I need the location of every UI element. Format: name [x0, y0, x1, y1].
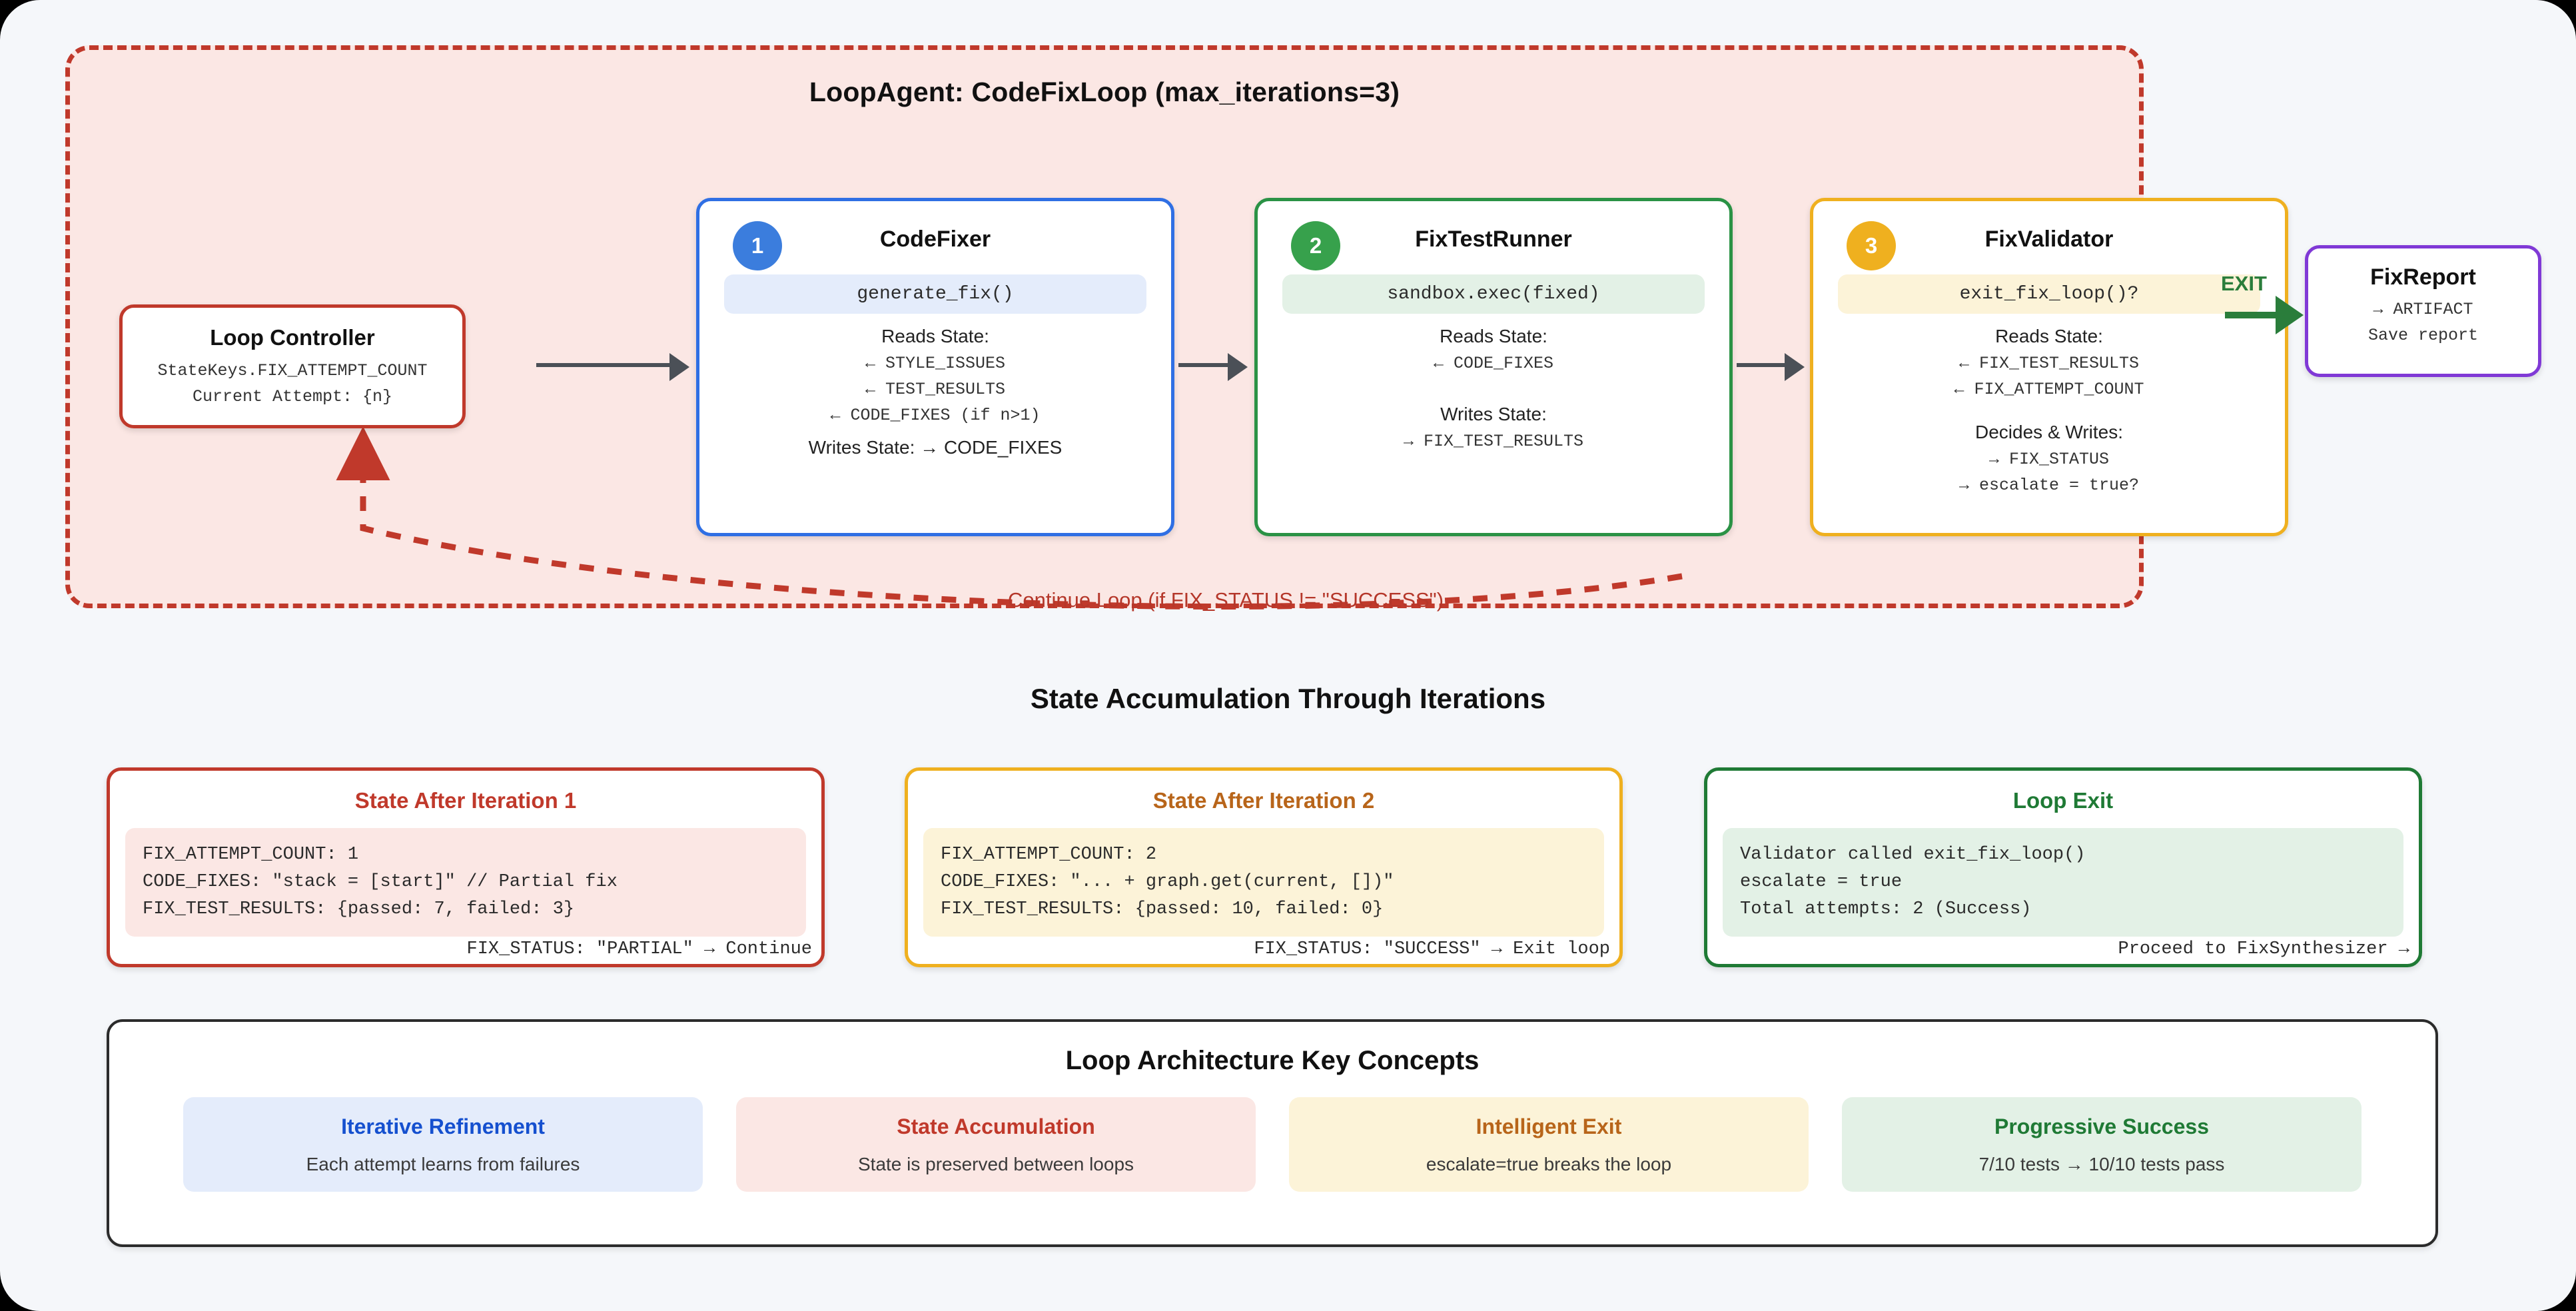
- state-card-1-body: FIX_ATTEMPT_COUNT: 1 CODE_FIXES: "stack …: [125, 828, 806, 937]
- node-fixreport[interactable]: FixReport → ARTIFACT Save report: [2305, 245, 2541, 377]
- codefixer-read-0: ← STYLE_ISSUES: [865, 354, 1006, 373]
- state-card-3-footer: Proceed to FixSynthesizer →: [2118, 939, 2409, 960]
- node-fixvalidator[interactable]: 3 FixValidator exit_fix_loop()? Reads St…: [1810, 198, 2288, 536]
- connector-arrowhead-1: [669, 353, 689, 381]
- state-card-loop-exit[interactable]: Loop Exit Validator called exit_fix_loop…: [1704, 767, 2422, 967]
- state-card-3-title: Loop Exit: [2012, 788, 2114, 813]
- concept-0-title: Iterative Refinement: [341, 1114, 545, 1138]
- state-card-3-line-1: escalate = true: [1740, 872, 1903, 893]
- codefixer-reads-label: Reads State:: [881, 326, 989, 346]
- fixtestrunner-header: 2 FixTestRunner: [1272, 217, 1715, 274]
- loop-controller-node[interactable]: Loop Controller StateKeys.FIX_ATTEMPT_CO…: [119, 304, 466, 428]
- state-card-iteration-2[interactable]: State After Iteration 2 FIX_ATTEMPT_COUN…: [905, 767, 1623, 967]
- state-card-3-body: Validator called exit_fix_loop() escalat…: [1723, 828, 2403, 937]
- codefixer-read-1: ← TEST_RESULTS: [865, 380, 1006, 399]
- node-codefixer[interactable]: 1 CodeFixer generate_fix() Reads State: …: [696, 198, 1174, 536]
- fixvalidator-write-1: → escalate = true?: [1958, 476, 2140, 495]
- state-card-1-line-1: CODE_FIXES: "stack = [start]" // Partial…: [143, 872, 618, 893]
- codefixer-writes-label: Writes State: → CODE_FIXES: [808, 437, 1063, 458]
- concept-card-progressive-success[interactable]: Progressive Success 7/10 tests → 10/10 t…: [1842, 1097, 2361, 1192]
- state-card-2-line-1: CODE_FIXES: "... + graph.get(current, []…: [941, 872, 1394, 893]
- fixreport-artifact: → ARTIFACT: [2373, 300, 2473, 319]
- codefixer-read-2: ← CODE_FIXES (if n>1): [830, 406, 1041, 425]
- concept-1-desc: State is preserved between loops: [857, 1154, 1134, 1174]
- concept-3-desc: 7/10 tests → 10/10 tests pass: [1978, 1154, 2225, 1174]
- fixreport-title: FixReport: [2370, 264, 2476, 290]
- state-card-1-line-2: FIX_TEST_RESULTS: {passed: 7, failed: 3}: [143, 899, 575, 920]
- codefixer-title: CodeFixer: [879, 226, 991, 252]
- connector-arrowhead-2: [1228, 353, 1248, 381]
- exit-connector-arrowhead: [2276, 296, 2304, 334]
- state-card-1-line-0: FIX_ATTEMPT_COUNT: 1: [143, 845, 359, 865]
- fixvalidator-read-0: ← FIX_TEST_RESULTS: [1958, 354, 2140, 373]
- fixtestrunner-write-0: → FIX_TEST_RESULTS: [1403, 432, 1584, 451]
- fixtestrunner-read-0: ← CODE_FIXES: [1433, 354, 1554, 373]
- exit-label: EXIT: [2221, 272, 2267, 295]
- state-card-2-body: FIX_ATTEMPT_COUNT: 2 CODE_FIXES: "... + …: [923, 828, 1604, 937]
- fixreport-save: Save report: [2367, 326, 2479, 345]
- loop-controller-statekey: StateKeys.FIX_ATTEMPT_COUNT: [157, 361, 428, 380]
- connector-arrowhead-3: [1785, 353, 1805, 381]
- concept-card-state-accumulation[interactable]: State Accumulation State is preserved be…: [736, 1097, 1256, 1192]
- state-card-1-footer: FIX_STATUS: "PARTIAL" → Continue: [466, 939, 812, 960]
- concept-card-iterative-refinement[interactable]: Iterative Refinement Each attempt learns…: [183, 1097, 703, 1192]
- fixtestrunner-title: FixTestRunner: [1415, 226, 1572, 252]
- fixvalidator-writes-label: Decides & Writes:: [1975, 422, 2123, 442]
- loop-controller-title: Loop Controller: [210, 325, 375, 350]
- state-card-2-footer: FIX_STATUS: "SUCCESS" → Exit loop: [1254, 939, 1610, 960]
- state-card-2-line-2: FIX_TEST_RESULTS: {passed: 10, failed: 0…: [941, 899, 1384, 920]
- connector-codefixer-to-testrunner: [1178, 363, 1230, 367]
- loop-controller-attempt: Current Attempt: {n}: [192, 387, 393, 406]
- state-card-3-line-2: Total attempts: 2 (Success): [1740, 899, 2032, 920]
- connector-testrunner-to-validator: [1737, 363, 1789, 367]
- key-concepts-panel: Loop Architecture Key Concepts Iterative…: [107, 1019, 2438, 1247]
- fixvalidator-read-1: ← FIX_ATTEMPT_COUNT: [1954, 380, 2144, 399]
- connector-controller-to-codefixer: [536, 363, 673, 367]
- fixvalidator-write-0: → FIX_STATUS: [1988, 450, 2110, 469]
- state-section-heading: State Accumulation Through Iterations: [1030, 683, 1546, 714]
- state-card-iteration-1[interactable]: State After Iteration 1 FIX_ATTEMPT_COUN…: [107, 767, 825, 967]
- concept-3-title: Progressive Success: [1994, 1114, 2209, 1138]
- state-card-3-line-0: Validator called exit_fix_loop(): [1740, 845, 2086, 865]
- fixtestrunner-code-chip: sandbox.exec(fixed): [1282, 274, 1705, 314]
- concept-2-title: Intelligent Exit: [1476, 1114, 1622, 1138]
- continue-loop-label: Continue Loop (if FIX_STATUS != "SUCCESS…: [1008, 588, 1444, 612]
- concept-2-desc: escalate=true breaks the loop: [1426, 1154, 1672, 1174]
- step-badge-3: 3: [1847, 221, 1896, 270]
- state-card-2-title: State After Iteration 2: [1152, 788, 1375, 813]
- exit-connector-line: [2225, 312, 2284, 318]
- codefixer-code-chip: generate_fix(): [724, 274, 1146, 314]
- key-concepts-row: Iterative Refinement Each attempt learns…: [109, 1097, 2435, 1192]
- fixvalidator-reads-label: Reads State:: [1995, 326, 2103, 346]
- fixvalidator-code-chip: exit_fix_loop()?: [1838, 274, 2260, 314]
- fixtestrunner-reads-label: Reads State:: [1440, 326, 1547, 346]
- concept-card-intelligent-exit[interactable]: Intelligent Exit escalate=true breaks th…: [1289, 1097, 1809, 1192]
- fixtestrunner-writes-label: Writes State:: [1440, 404, 1547, 424]
- concept-1-title: State Accumulation: [897, 1114, 1095, 1138]
- state-card-2-line-0: FIX_ATTEMPT_COUNT: 2: [941, 845, 1157, 865]
- concept-0-desc: Each attempt learns from failures: [306, 1154, 580, 1174]
- state-card-1-title: State After Iteration 1: [354, 788, 577, 813]
- step-badge-1: 1: [733, 221, 782, 270]
- fixvalidator-header: 3 FixValidator: [1828, 217, 2270, 274]
- loop-agent-container: LoopAgent: CodeFixLoop (max_iterations=3…: [65, 45, 2288, 612]
- key-concepts-title: Loop Architecture Key Concepts: [1065, 1046, 1480, 1075]
- loop-title: LoopAgent: CodeFixLoop (max_iterations=3…: [809, 77, 1400, 107]
- node-fixtestrunner[interactable]: 2 FixTestRunner sandbox.exec(fixed) Read…: [1254, 198, 1733, 536]
- codefixer-header: 1 CodeFixer: [714, 217, 1156, 274]
- step-badge-2: 2: [1291, 221, 1340, 270]
- fixvalidator-title: FixValidator: [1984, 226, 2114, 252]
